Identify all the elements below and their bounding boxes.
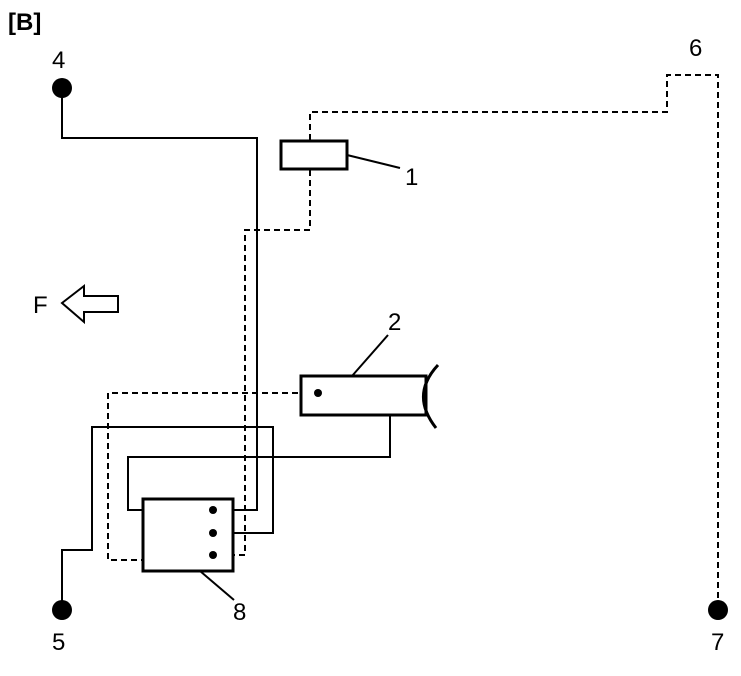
endpoint-7 (708, 600, 728, 620)
dashed-wire-6-7 (309, 74, 719, 600)
label-2: 2 (388, 309, 401, 336)
terminal-8-middle (209, 529, 217, 537)
leader-line-8 (199, 570, 235, 601)
label-4: 4 (52, 47, 65, 74)
label-5: 5 (52, 629, 65, 656)
solid-wire-4 (61, 88, 258, 511)
terminal-8-bottom (209, 551, 217, 559)
endpoint-5 (52, 600, 72, 620)
label-7: 7 (711, 629, 724, 656)
component-2-lens (422, 363, 440, 429)
terminal-8-top (209, 506, 217, 514)
dashed-wire-2-loop (107, 392, 318, 561)
solid-wire-5 (61, 426, 274, 610)
component-2-terminal (314, 389, 322, 397)
leader-line-1 (346, 154, 401, 169)
component-1-box (279, 139, 349, 171)
diagram-title: [B] (8, 9, 41, 36)
label-forward: F (33, 292, 48, 319)
leader-line-2 (351, 334, 389, 377)
forward-arrow-icon (60, 283, 119, 325)
endpoint-4 (52, 78, 72, 98)
component-8-box (141, 497, 235, 573)
label-1: 1 (405, 164, 418, 191)
label-8: 8 (233, 599, 246, 626)
dashed-wire-1-down (215, 170, 311, 556)
solid-wire-2 (127, 415, 391, 511)
component-2-box (299, 374, 428, 417)
label-6: 6 (689, 35, 702, 62)
